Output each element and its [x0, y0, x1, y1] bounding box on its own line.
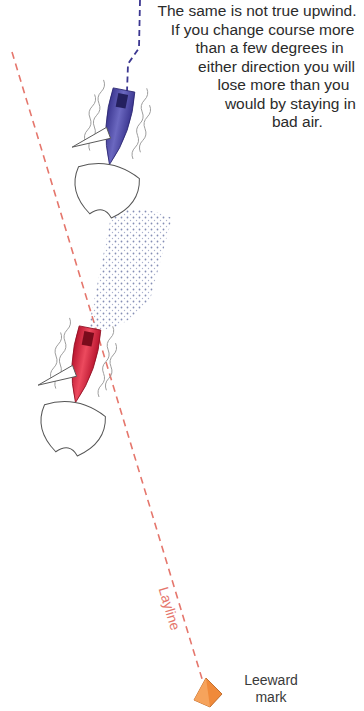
course-track [127, 0, 140, 92]
explanatory-note: The same is not true upwind. If you chan… [157, 2, 356, 130]
layline [12, 52, 206, 692]
mark-label: Leeward mark [236, 672, 306, 706]
leeward-mark-buoy [194, 678, 222, 707]
wind-shadow [88, 210, 172, 331]
note-text-block: The same is not true upwind. If you chan… [152, 2, 362, 172]
red-boat [26, 314, 123, 459]
layline-label: Layline [155, 585, 184, 632]
blue-boat [60, 76, 157, 221]
